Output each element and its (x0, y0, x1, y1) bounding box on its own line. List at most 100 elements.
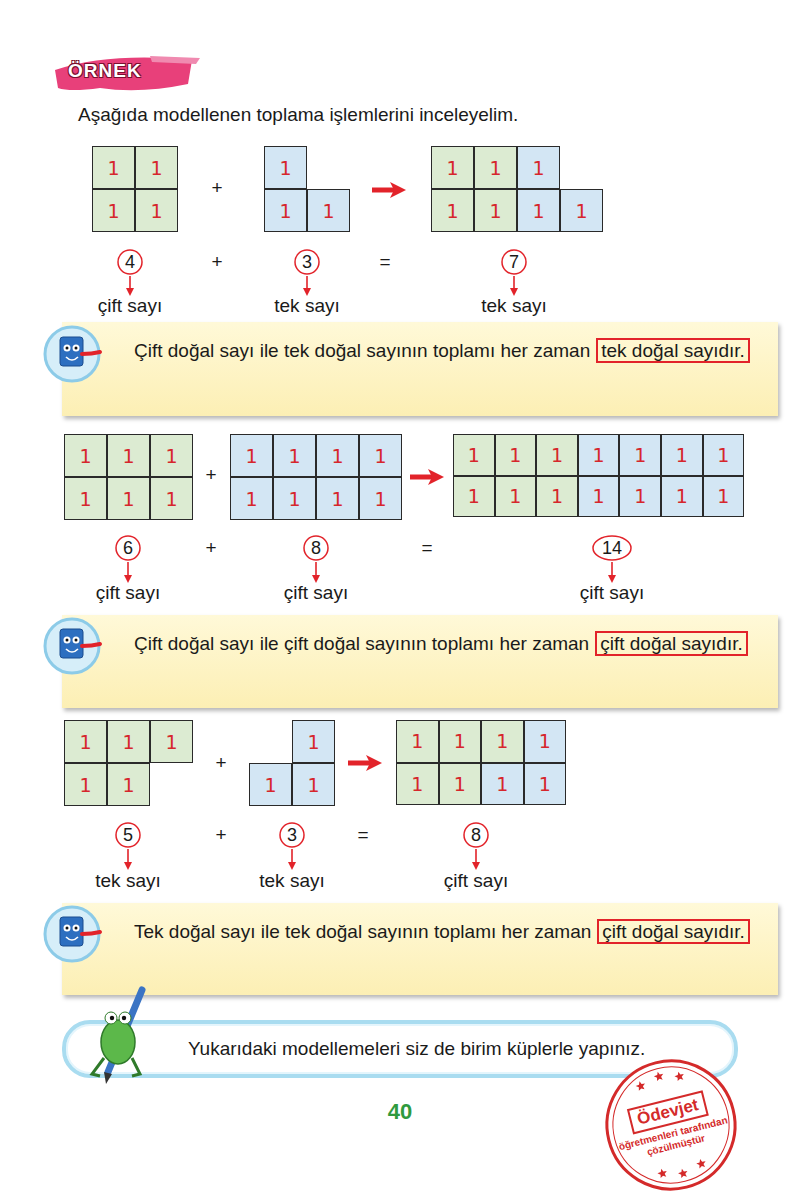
circle-stroke (593, 536, 631, 560)
rule-band: Çift doğal sayı ile tek doğal sayının to… (62, 322, 778, 416)
unit-value: 1 (374, 488, 386, 510)
result-arrow (410, 475, 436, 480)
unit-value: 1 (122, 731, 134, 753)
operator-sign: + (205, 537, 216, 559)
parity-label: tek sayı (95, 870, 160, 892)
unit-value: 1 (496, 773, 508, 795)
circle-stroke (118, 250, 142, 274)
stamp-star (657, 1167, 668, 1178)
unit-square: 1 (92, 189, 135, 232)
unit-value: 1 (575, 200, 587, 222)
unit-value: 1 (331, 445, 343, 467)
unit-square: 1 (150, 720, 193, 763)
number-circle: 3 (294, 249, 320, 275)
unit-value: 1 (551, 444, 563, 466)
title-brush-stroke (150, 56, 200, 64)
frog-body (101, 1020, 135, 1064)
unit-value: 1 (593, 444, 605, 466)
mascot (45, 327, 100, 381)
unit-square: 1 (536, 434, 578, 476)
unit-square: 1 (474, 146, 517, 189)
unit-value: 1 (245, 445, 257, 467)
pointer-arrow (513, 276, 515, 293)
unit-square: 1 (135, 189, 178, 232)
unit-value: 1 (165, 488, 177, 510)
unit-value: 1 (165, 731, 177, 753)
operator-sign: = (421, 537, 432, 559)
unit-square: 1 (292, 720, 335, 763)
unit-square: 1 (107, 720, 150, 763)
unit-value: 1 (532, 157, 544, 179)
rule-band: Çift doğal sayı ile çift doğal sayının t… (62, 615, 778, 708)
unit-square: 1 (431, 146, 474, 189)
stamp-star (653, 1070, 664, 1081)
unit-square: 1 (292, 763, 335, 806)
unit-square: 1 (64, 477, 107, 520)
number-value: 8 (311, 538, 321, 559)
unit-value: 1 (411, 730, 423, 752)
unit-square: 1 (316, 434, 359, 477)
frog-pupil (110, 1016, 114, 1020)
unit-value: 1 (322, 200, 334, 222)
rule-sentence: Tek doğal sayı ile tek doğal sayının top… (134, 921, 591, 942)
example-badge: ÖRNEK (68, 60, 142, 82)
frog-eye (119, 1012, 131, 1024)
parity-label: tek sayı (259, 870, 324, 892)
unit-square: 1 (107, 434, 150, 477)
pointer-arrow (611, 562, 613, 580)
unit-square: 1 (249, 763, 292, 806)
unit-square: 1 (150, 477, 193, 520)
unit-square: 1 (307, 189, 350, 232)
unit-square: 1 (359, 434, 402, 477)
pencil-tip (104, 1072, 112, 1084)
unit-square: 1 (517, 146, 560, 189)
number-value: 4 (125, 252, 135, 273)
pointer-arrow (127, 849, 129, 867)
pointer-arrow (291, 849, 293, 867)
unit-value: 1 (107, 200, 119, 222)
unit-value: 1 (279, 200, 291, 222)
unit-value: 1 (150, 157, 162, 179)
unit-value: 1 (593, 485, 605, 507)
unit-square: 1 (107, 763, 150, 806)
unit-value: 1 (331, 488, 343, 510)
unit-square: 1 (703, 476, 745, 518)
unit-value: 1 (245, 488, 257, 510)
number-value: 3 (287, 825, 297, 846)
parity-label: çift sayı (96, 582, 160, 604)
operator-sign: + (215, 824, 226, 846)
unit-value: 1 (717, 485, 729, 507)
unit-square: 1 (661, 476, 703, 518)
unit-value: 1 (539, 773, 551, 795)
stamp-ring (601, 1055, 742, 1196)
title-brush (55, 58, 192, 91)
rule-band: Tek doğal sayı ile tek doğal sayının top… (62, 903, 778, 995)
number-value: 8 (471, 825, 481, 846)
number-value: 5 (123, 825, 133, 846)
unit-square: 1 (495, 476, 537, 518)
unit-square: 1 (316, 477, 359, 520)
pointer-arrow (306, 276, 308, 293)
note-text: Yukarıdaki modellemeleri siz de birim kü… (188, 1038, 645, 1060)
unit-value: 1 (509, 444, 521, 466)
unit-value: 1 (454, 730, 466, 752)
parity-label: çift sayı (580, 582, 644, 604)
unit-value: 1 (374, 445, 386, 467)
unit-value: 1 (150, 200, 162, 222)
unit-value: 1 (264, 774, 276, 796)
number-circle: 5 (115, 822, 141, 848)
unit-square: 1 (230, 434, 273, 477)
rule-text: Çift doğal sayı ile tek doğal sayının to… (110, 334, 760, 367)
result-arrows (348, 190, 436, 763)
parity-label: çift sayı (284, 582, 348, 604)
unit-value: 1 (79, 774, 91, 796)
page-number: 40 (388, 1099, 412, 1125)
rule-text: Çift doğal sayı ile çift doğal sayının t… (110, 627, 760, 660)
unit-square: 1 (524, 720, 567, 763)
circle-stroke (116, 823, 140, 847)
unit-square: 1 (107, 477, 150, 520)
unit-value: 1 (496, 730, 508, 752)
stamp-star (677, 1168, 688, 1179)
